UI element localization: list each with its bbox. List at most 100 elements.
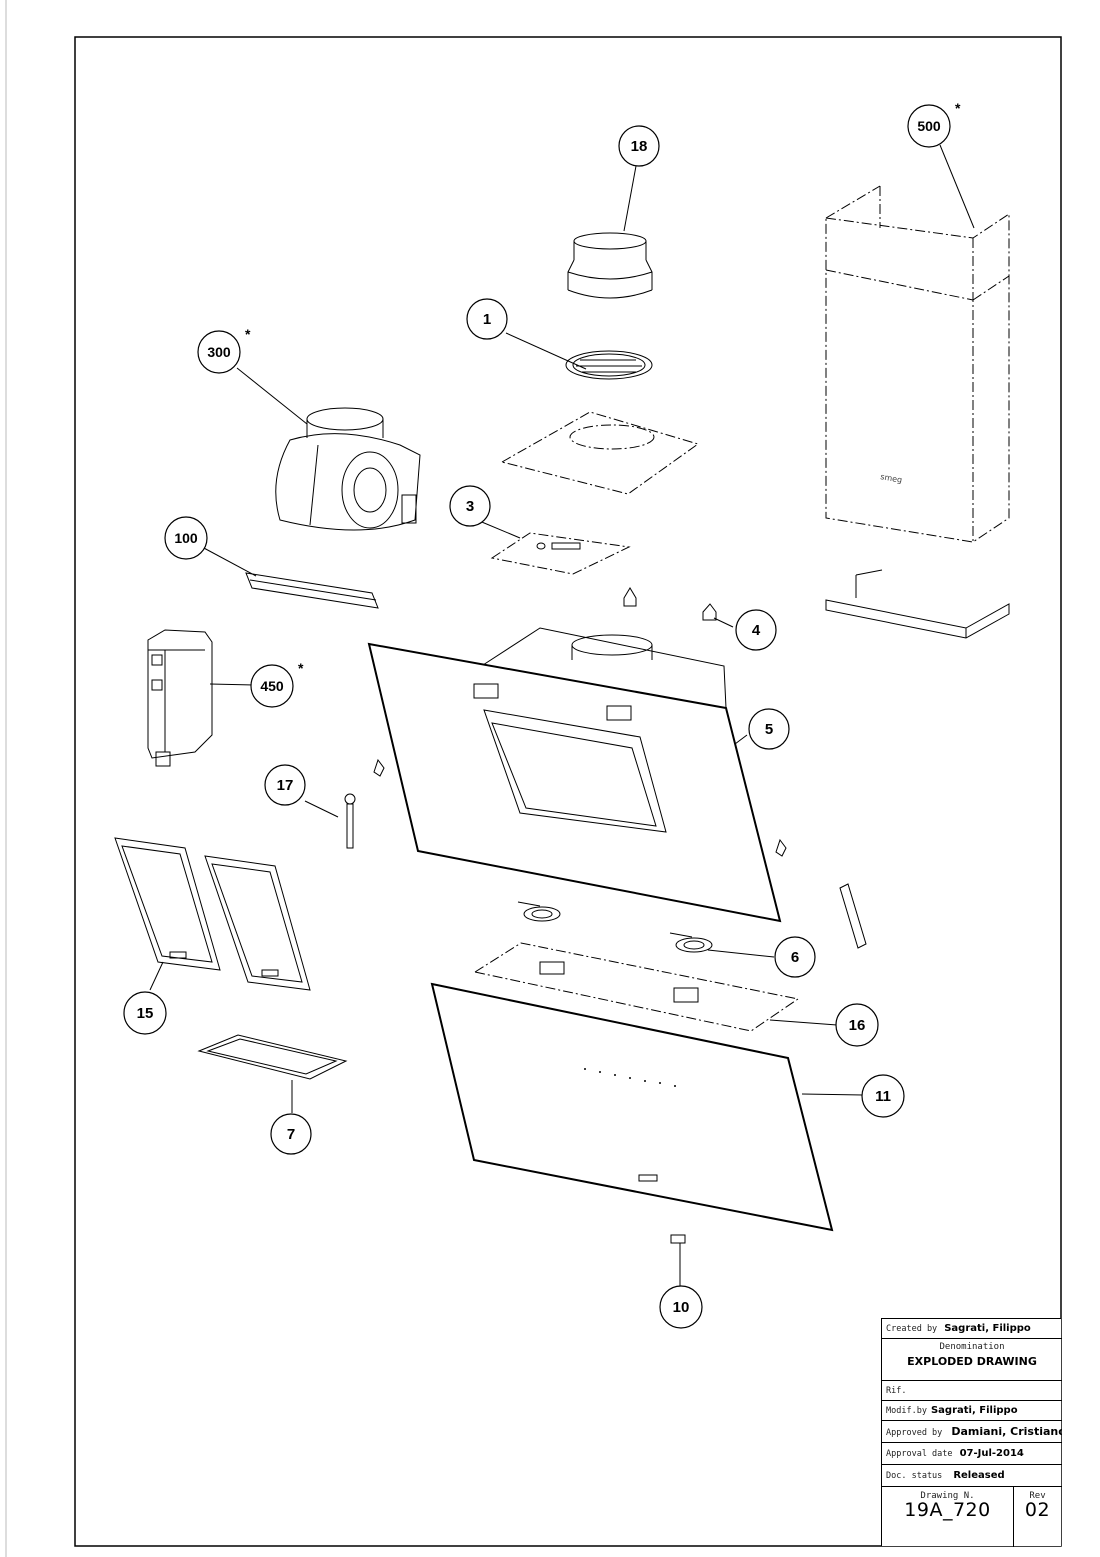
approval-date-row: Approval date 07-Jul-2014 xyxy=(882,1443,1062,1465)
callout-label: 11 xyxy=(875,1088,891,1105)
callout-balloon-1: 1 xyxy=(466,298,508,340)
callout-balloon-11: 11 xyxy=(861,1074,905,1118)
lower-glass-dots xyxy=(584,1068,676,1087)
callout-balloon-5: 5 xyxy=(748,708,790,750)
callout-circle xyxy=(123,991,167,1035)
callout-label: 1 xyxy=(483,311,491,328)
rif-row: Rif. xyxy=(882,1381,1062,1401)
callout-asterisk: * xyxy=(245,326,251,342)
callout-asterisk: * xyxy=(955,100,961,116)
callout-label: 500 xyxy=(917,118,941,134)
leader-lines xyxy=(149,144,975,1286)
callout-balloon-17: 17 xyxy=(264,764,306,806)
lower-glass-panel-part xyxy=(430,982,834,1232)
modif-row: Modif.by Sagrati, Filippo xyxy=(882,1401,1062,1421)
callout-label: 100 xyxy=(174,530,198,546)
callout-circle xyxy=(748,708,790,750)
doc-status-value: Released xyxy=(953,1470,1005,1481)
callout-balloon-7: 7 xyxy=(270,1113,312,1155)
created-by-label: Created by xyxy=(886,1324,938,1334)
callout-balloon-450: 450 * xyxy=(250,660,304,708)
callout-circle xyxy=(466,298,508,340)
callout-label: 3 xyxy=(466,498,474,515)
callout-balloon-3: 3 xyxy=(449,485,491,527)
approval-date-value: 07-Jul-2014 xyxy=(959,1448,1024,1459)
drawing-frame xyxy=(74,36,1062,1547)
callout-label: 18 xyxy=(631,138,648,155)
grease-filter-part xyxy=(114,837,311,991)
support-plate-part xyxy=(473,942,800,1032)
callout-label: 6 xyxy=(791,949,799,966)
approved-row: Approved by Damiani, Cristiano xyxy=(882,1421,1062,1443)
callout-label: 17 xyxy=(277,777,294,794)
callout-label: 16 xyxy=(849,1017,866,1034)
approved-label: Approved by xyxy=(886,1428,943,1438)
chimney-cover-part xyxy=(825,185,1010,543)
callout-balloon-15: 15 xyxy=(123,991,167,1035)
callout-balloon-16: 16 xyxy=(835,1003,879,1047)
led-lamp-part xyxy=(517,901,713,953)
callout-balloon-18: 18 xyxy=(618,125,660,167)
callout-label: 4 xyxy=(752,622,761,639)
drawing-number-value: 19A_720 xyxy=(904,1499,991,1521)
modif-value: Sagrati, Filippo xyxy=(930,1405,1018,1416)
callout-label: 7 xyxy=(287,1126,295,1143)
callout-label: 15 xyxy=(137,1005,154,1022)
denomination-label: Denomination xyxy=(939,1342,1005,1352)
callout-label: 5 xyxy=(765,721,773,738)
front-glass-frame-part xyxy=(367,627,782,923)
approved-value: Damiani, Cristiano xyxy=(951,1425,1062,1438)
created-by-row: Created by Sagrati, Filippo xyxy=(882,1319,1062,1339)
hinge-pin-right-part xyxy=(839,883,867,949)
rif-label: Rif. xyxy=(886,1386,907,1396)
callout-circle xyxy=(164,516,208,560)
drawing-number-label: Drawing N. xyxy=(920,1491,975,1501)
callout-circle xyxy=(270,1113,312,1155)
control-board-part xyxy=(245,572,379,609)
backdraft-grille-part xyxy=(565,350,653,380)
callout-balloon-100: 100 xyxy=(164,516,208,560)
drawing-number-row: Drawing N. 19A_720 Rev 02 xyxy=(882,1487,1062,1547)
carbon-filter-part xyxy=(197,1034,348,1080)
hinge-pin-part xyxy=(344,758,787,857)
callout-balloon-500: 500 * xyxy=(907,100,961,148)
bracket-part xyxy=(623,587,717,621)
cover-plate-part xyxy=(490,532,631,575)
created-by-value: Sagrati, Filippo xyxy=(944,1323,1031,1334)
duct-adapter-part xyxy=(567,232,653,299)
denomination-value: EXPLODED DRAWING xyxy=(907,1355,1037,1368)
callout-label: 450 xyxy=(260,678,284,694)
callout-circle xyxy=(264,764,306,806)
title-block: Created by Sagrati, Filippo Denomination… xyxy=(881,1318,1062,1547)
brand-mark: smeg xyxy=(880,472,903,485)
callout-circle xyxy=(250,664,294,708)
callout-circle xyxy=(774,936,816,978)
doc-status-row: Doc. status Released xyxy=(882,1465,1062,1487)
callout-circle xyxy=(618,125,660,167)
motor-blower-part xyxy=(275,407,421,531)
callout-balloon-10: 10 xyxy=(659,1285,703,1329)
chimney-bracket-part xyxy=(825,569,1010,639)
callout-label: 300 xyxy=(207,344,231,360)
callout-asterisk: * xyxy=(298,660,304,676)
callout-circle xyxy=(835,1003,879,1047)
callout-circle xyxy=(197,330,241,374)
revision-cell: Rev 02 xyxy=(1013,1487,1062,1547)
callout-circle xyxy=(659,1285,703,1329)
callout-label: 10 xyxy=(673,1299,690,1316)
approval-date-label: Approval date xyxy=(886,1449,953,1459)
clip-part xyxy=(670,1234,686,1244)
callout-balloon-6: 6 xyxy=(774,936,816,978)
callout-circle xyxy=(861,1074,905,1118)
callout-circle xyxy=(735,609,777,651)
denomination-row: Denomination EXPLODED DRAWING xyxy=(882,1339,1062,1381)
callout-balloon-300: 300 * xyxy=(197,326,251,374)
top-plate-part xyxy=(500,411,700,495)
doc-status-label: Doc. status xyxy=(886,1471,943,1481)
modif-label: Modif.by xyxy=(886,1406,927,1416)
electronic-box-part xyxy=(147,629,213,767)
callout-circle xyxy=(449,485,491,527)
callout-circle xyxy=(907,104,951,148)
revision-label: Rev xyxy=(1029,1491,1046,1501)
